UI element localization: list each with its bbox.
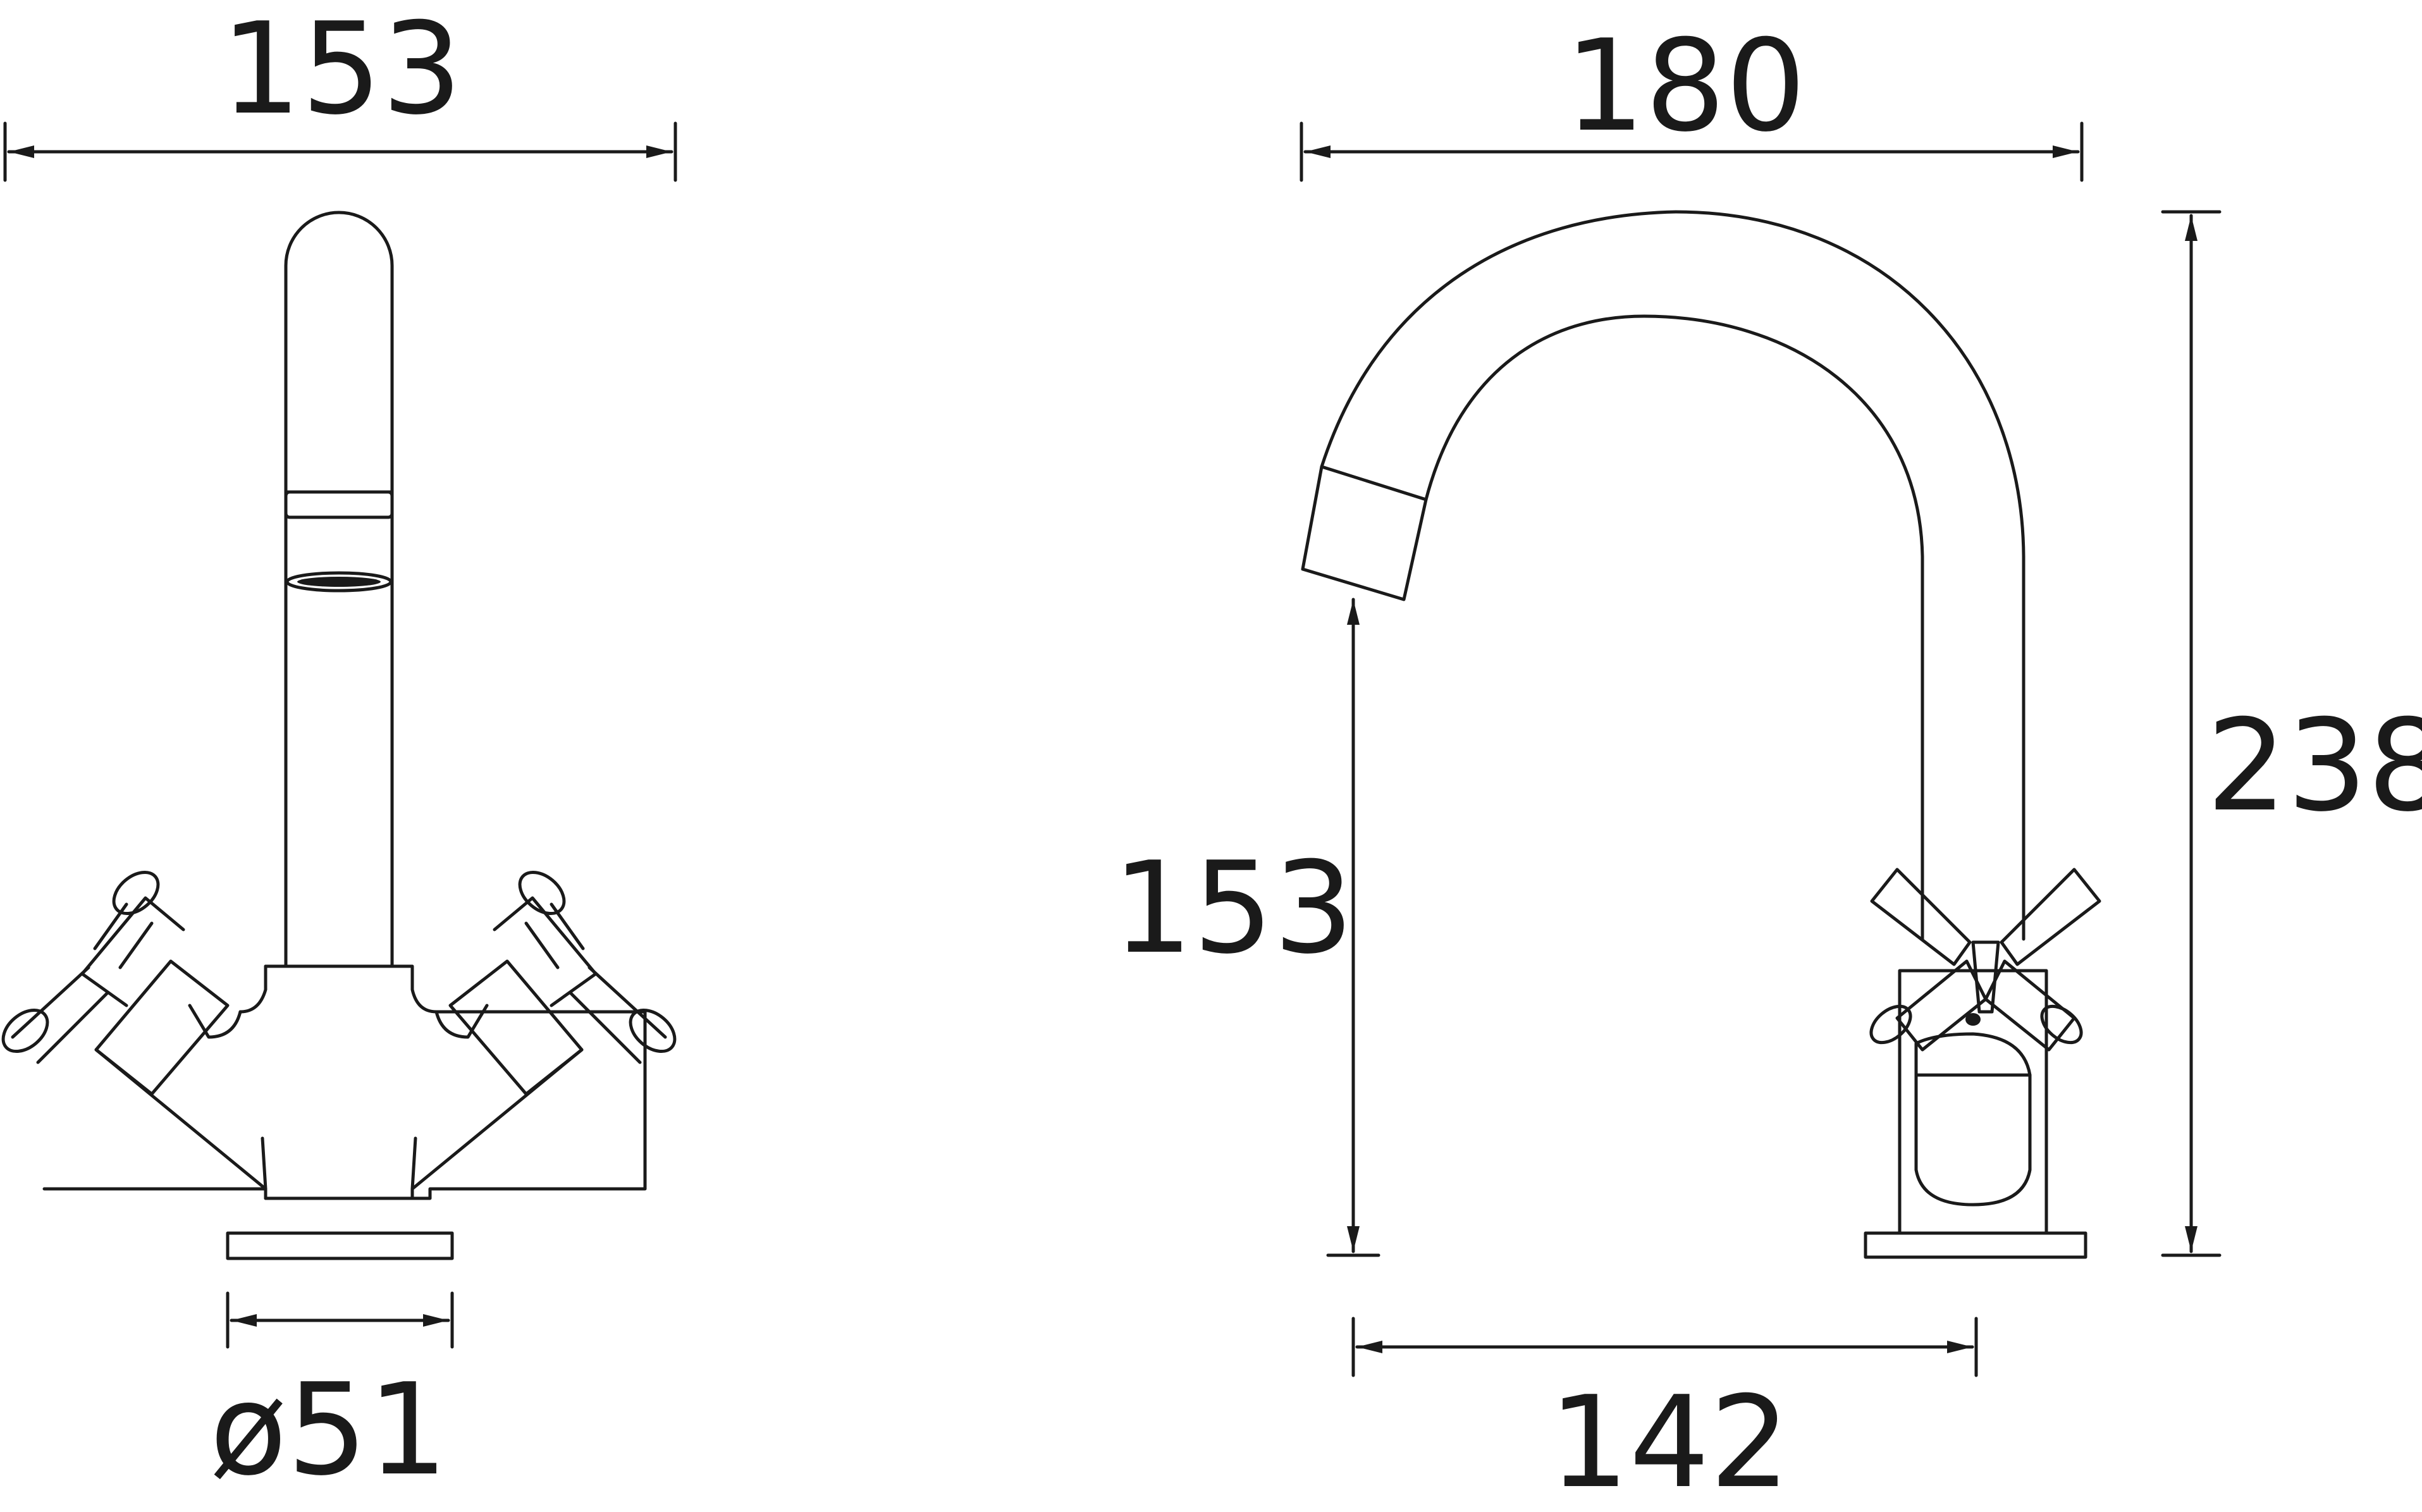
side-base-plate <box>1864 1231 2087 1259</box>
front-view: 153 <box>1 0 677 1504</box>
side-outlet-dimension: 153 <box>1112 598 1380 1257</box>
side-cross-handle <box>1869 868 2101 1052</box>
side-height-dimension: 238 <box>2161 210 2422 1257</box>
side-view: 180 238 153 <box>1112 13 2422 1512</box>
front-width-dimension: 153 <box>3 0 677 182</box>
side-outlet-label: 153 <box>1112 835 1354 982</box>
front-spout <box>284 211 394 968</box>
front-base-plate <box>226 1231 454 1260</box>
side-reach-dimension: 180 <box>1300 13 2084 182</box>
side-handle-reach-dimension: 142 <box>1351 1317 1978 1512</box>
front-base-dimension: ø51 <box>210 1291 454 1504</box>
indicator-icon <box>1965 1013 1981 1026</box>
front-width-label: 153 <box>221 0 462 143</box>
side-reach-label: 180 <box>1564 13 1806 160</box>
aerator-icon <box>285 571 393 593</box>
front-right-handle <box>448 870 677 1096</box>
front-base-label: ø51 <box>210 1356 448 1504</box>
side-height-label: 238 <box>2206 692 2422 840</box>
front-left-handle <box>1 870 230 1096</box>
side-handle-reach-label: 142 <box>1549 1369 1790 1512</box>
front-body <box>42 964 647 1200</box>
side-spout <box>1301 210 2026 941</box>
